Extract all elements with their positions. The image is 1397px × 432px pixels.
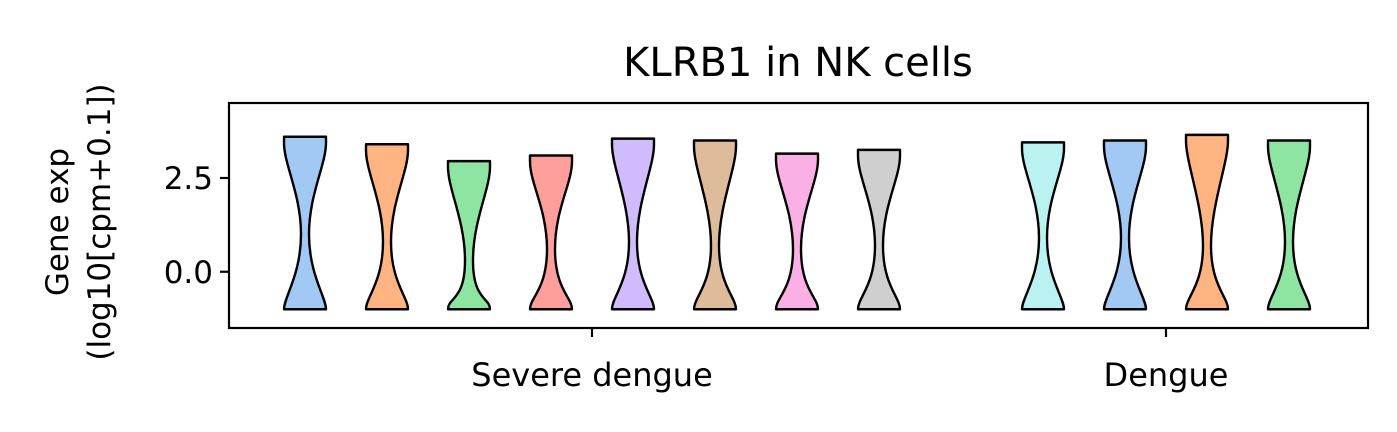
y-tick-label: 0.0	[164, 255, 213, 291]
chart-title: KLRB1 in NK cells	[623, 40, 973, 86]
violin-1-1	[282, 135, 328, 311]
x-tick-label: Severe dengue	[471, 356, 713, 394]
y-axis-label-line-1: Gene exp	[40, 148, 76, 296]
y-axis-label: Gene exp (log10[cpm+0.1])	[40, 83, 118, 360]
violin-1-7	[774, 152, 820, 311]
violin-1-5	[610, 137, 656, 311]
plot-frame	[227, 101, 1370, 330]
violin-1-4	[528, 154, 574, 311]
violin-2-2	[1102, 139, 1148, 311]
violin-2-4	[1266, 139, 1312, 311]
violin-1-2	[364, 143, 410, 311]
x-tick-label: Dengue	[1104, 356, 1229, 394]
x-ticks: Severe dengue Dengue	[471, 328, 1228, 394]
violins	[282, 133, 1312, 311]
y-axis-label-line-2: (log10[cpm+0.1])	[82, 83, 118, 360]
violin-1-3	[446, 159, 492, 311]
violin-2-3	[1184, 133, 1230, 311]
y-tick-label: 2.5	[164, 161, 213, 197]
y-ticks: 0.0 2.5	[164, 161, 229, 291]
violin-1-8	[856, 148, 902, 311]
violin-2-1	[1020, 141, 1066, 311]
violin-1-6	[692, 139, 738, 311]
